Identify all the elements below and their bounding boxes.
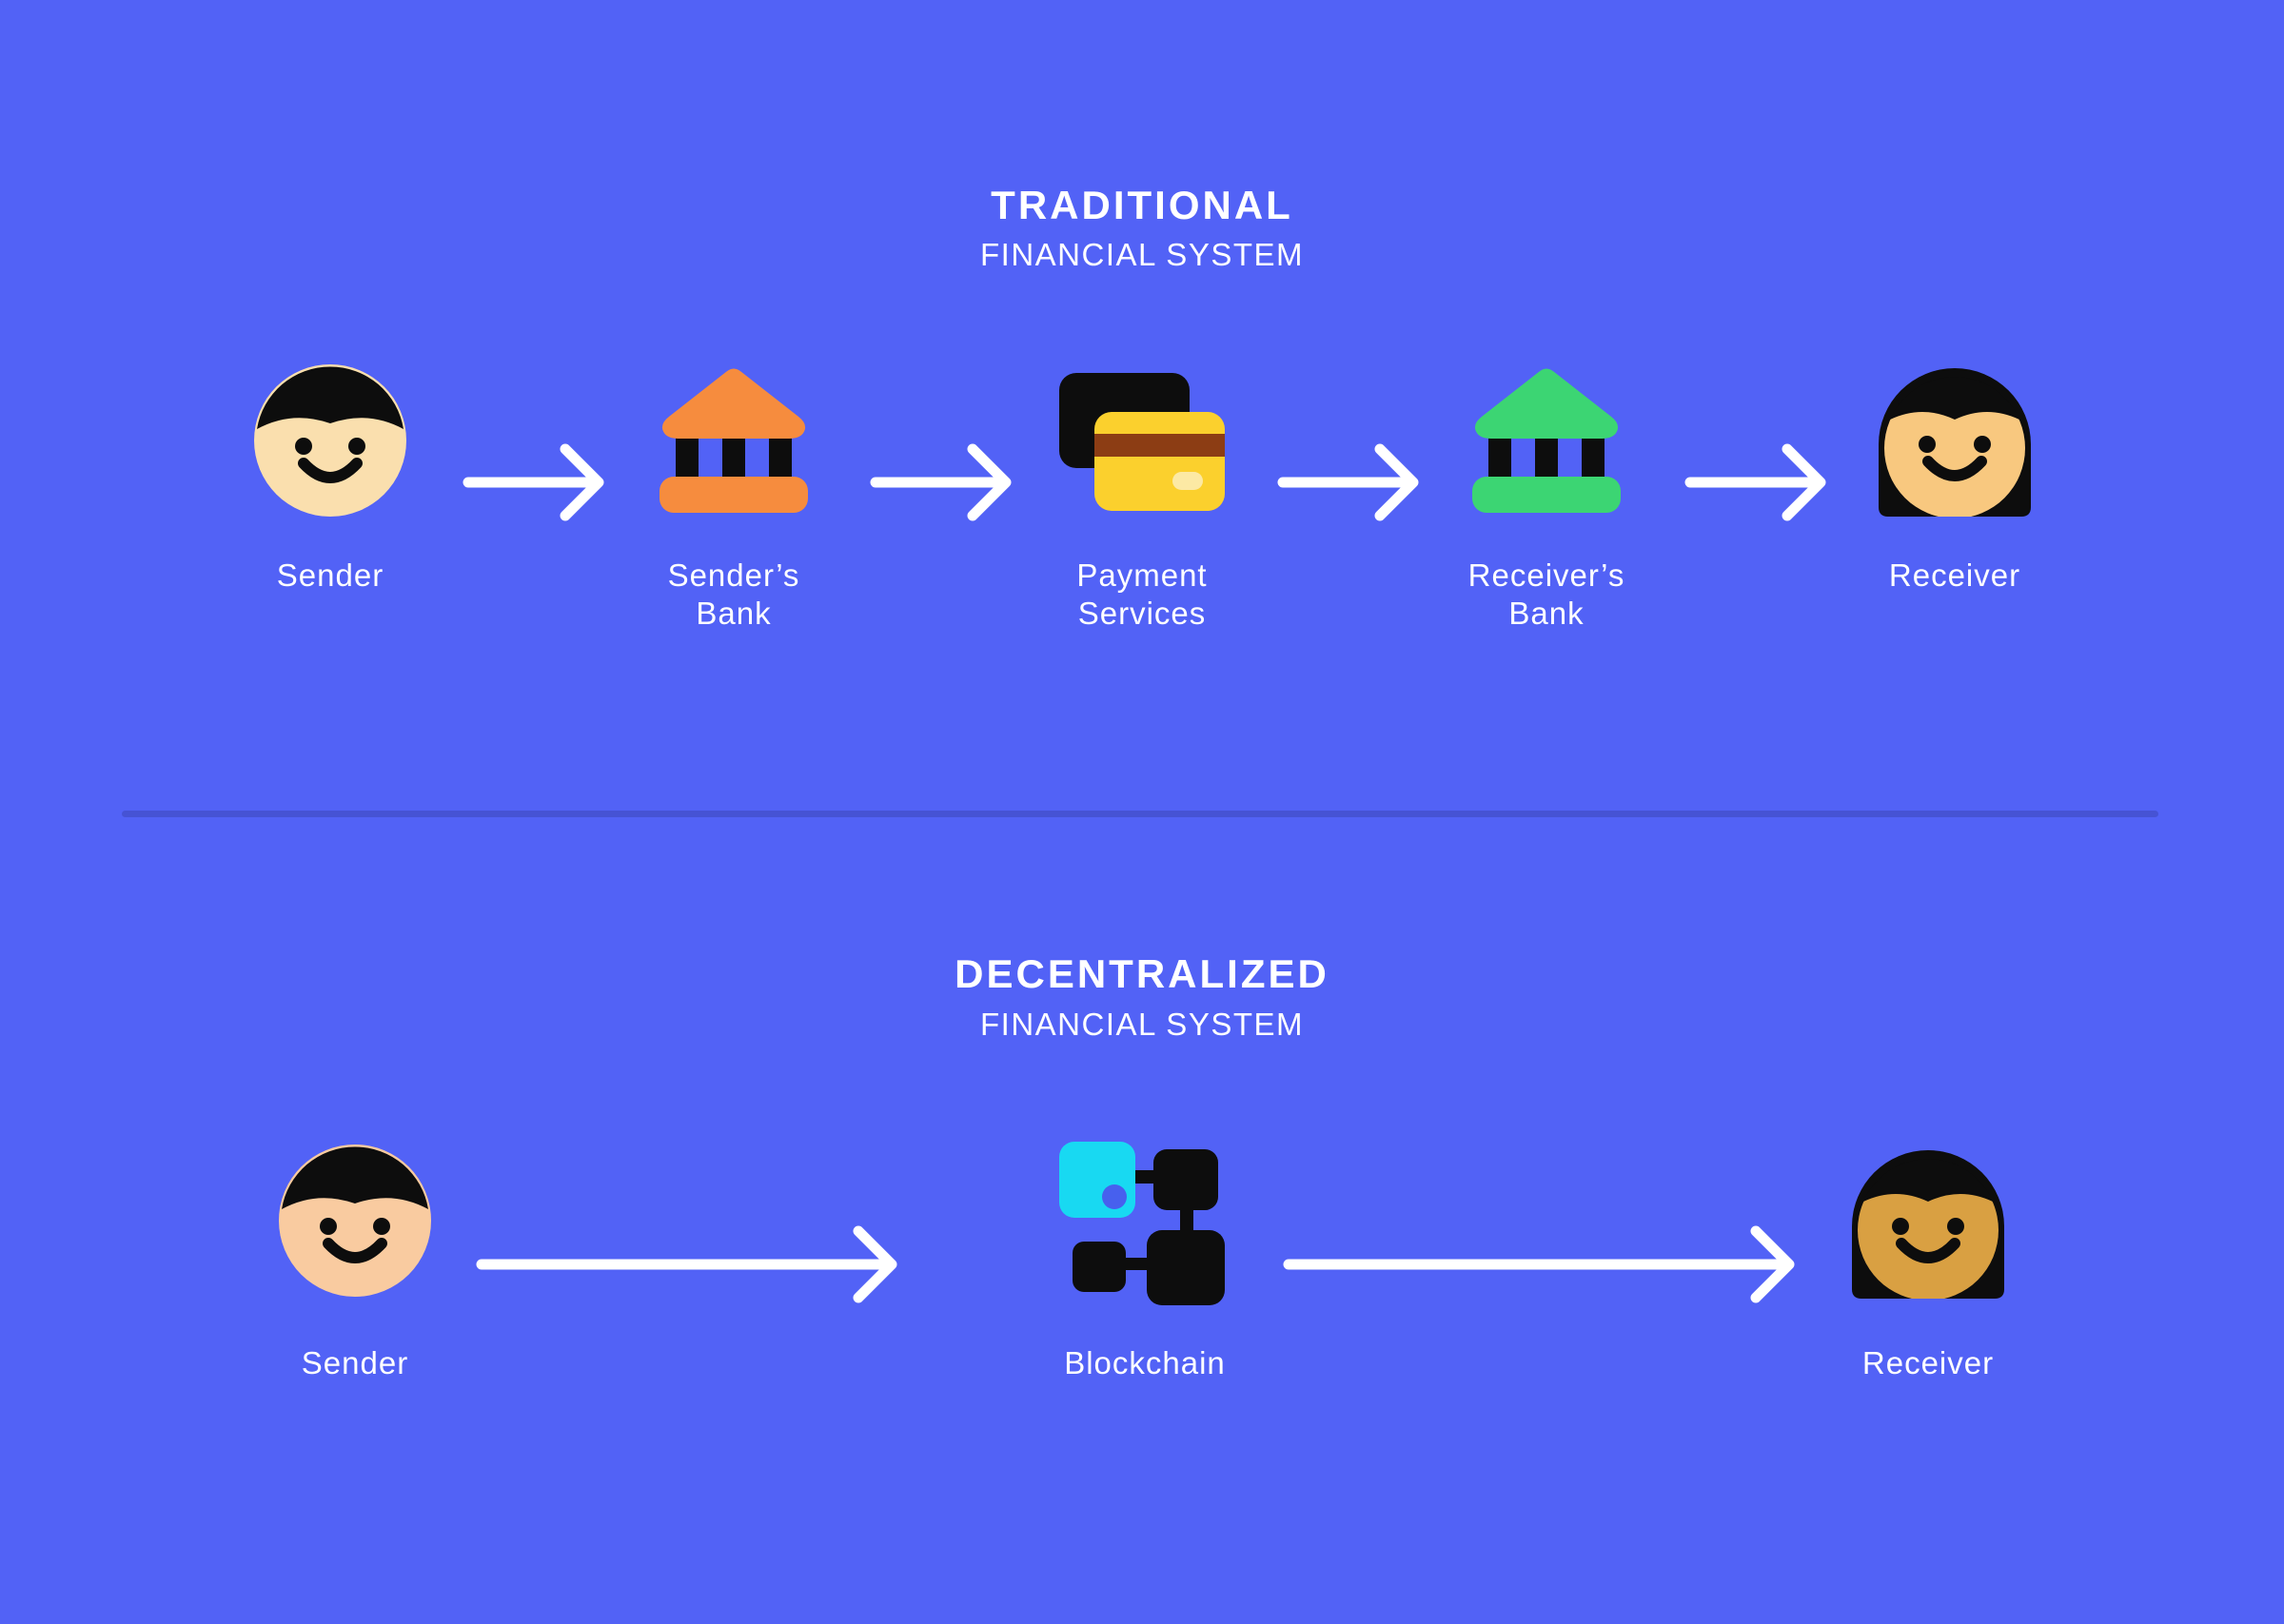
bank-icon: [659, 364, 809, 517]
payment-services-label: Payment Services: [1076, 558, 1208, 631]
blockchain-label: Blockchain: [1064, 1345, 1226, 1380]
receiver-label: Receiver: [1861, 1345, 1995, 1380]
decentralized-title: DECENTRALIZED: [955, 951, 1329, 996]
male-face-icon: [279, 1145, 431, 1297]
arrow-icon: [1283, 1215, 1797, 1314]
arrow-icon: [870, 433, 1014, 532]
arrow-icon: [1277, 433, 1422, 532]
decentralized-subtitle: FINANCIAL SYSTEM: [980, 1007, 1304, 1042]
arrow-icon: [476, 1215, 899, 1314]
bank-icon: [1471, 364, 1622, 517]
arrow-icon: [1684, 433, 1829, 532]
traditional-subtitle: FINANCIAL SYSTEM: [980, 237, 1304, 272]
traditional-title: TRADITIONAL: [991, 183, 1293, 227]
receiver-label: Receiver: [1888, 558, 2021, 593]
credit-card-icon: [1059, 373, 1227, 512]
senders-bank-label: Sender’s Bank: [667, 558, 800, 631]
female-face-icon: [1875, 364, 2035, 517]
female-face-icon: [1848, 1146, 2008, 1299]
receivers-bank-label: Receiver’s Bank: [1467, 558, 1625, 631]
section-divider: [122, 811, 2158, 817]
blockchain-icon: [1059, 1142, 1225, 1305]
sender-label: Sender: [301, 1345, 409, 1380]
male-face-icon: [254, 364, 406, 517]
arrow-icon: [463, 433, 607, 532]
sender-label: Sender: [276, 558, 384, 593]
